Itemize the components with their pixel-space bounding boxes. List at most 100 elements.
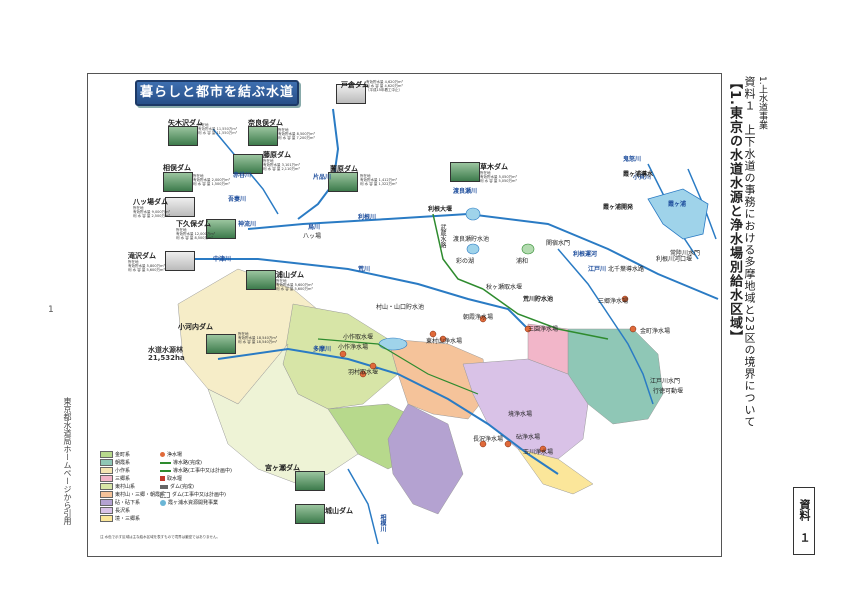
dam-photo-aimata [163, 172, 193, 192]
dam-photo-miyagase [295, 471, 325, 491]
map-banner: 暮らしと都市を結ぶ水道 [135, 80, 299, 106]
lake-label-yamba: 八ッ場 [303, 233, 322, 240]
facility-tone-estuary-weir: 利根川河口堰 [656, 256, 693, 263]
conduit-musashi [432, 213, 484, 290]
zone-teal [567, 328, 664, 425]
facility-ozaku-plant: 小作浄水場 [338, 344, 369, 351]
dam-stats-ogouchi: 所在地 有効貯水量 18,540万m³ 利 水 容 量 18,540万m³ [238, 332, 278, 344]
watershed-forest-label: 水道水源林 21,532ha [148, 346, 185, 362]
dam-stats-naramata: 所在地 有効貯水量 8,500万m³ 利 水 容 量 7,200万m³ [278, 128, 315, 140]
legend-label: 砧・砧下系 [115, 500, 141, 506]
legend-label: 長沢系 [115, 508, 131, 514]
facility-tone-ozeki: 利根大堰 [428, 206, 453, 213]
lake-urawa [521, 243, 535, 255]
river-label-tone-canal: 利根運河 [573, 251, 598, 258]
legend-swatch [100, 451, 113, 458]
river-sagamigawa [347, 468, 379, 545]
facility-gyotoku-weir: 行徳可動堰 [653, 388, 684, 395]
river-upper-left [212, 128, 279, 215]
dam-stats-yagisawa: 所在地 有効貯水量 11,550万m³ 利 水 容 量 11,550万m³ [198, 123, 238, 135]
dam-photo-fujiwara [233, 154, 263, 174]
legend-label: 朝霞系 [115, 460, 131, 466]
conduit-planned-icon [160, 469, 171, 472]
river-tone-main [247, 212, 719, 300]
facility-kasumigaura-dev: 霞ヶ浦開発 [603, 204, 634, 211]
river-tamagawa [217, 347, 559, 475]
dam-label-urayama: 浦山ダム [276, 271, 304, 279]
zone-higashimurayama [282, 303, 399, 410]
dam-photo-yamba [165, 197, 195, 217]
dam-stats-kusaki: 所在地 有効貯水量 5,050万m³ 利 水 容 量 5,050万m³ [480, 171, 517, 183]
shiryo-label: 資料 １ [793, 487, 815, 555]
side-note: 東京都水道局ホームページから引用 [63, 397, 72, 525]
dam-planned-icon [160, 491, 170, 498]
legend-label: 浄水場 [167, 452, 183, 458]
facility-edogawa-gate: 江戸川水門 [650, 378, 681, 385]
dam-stats-urayama: 所在地 有効貯水量 5,600万m³ 利 水 容 量 5,600万m³ [276, 279, 313, 291]
map-footnote: 注 水色で示す区域は主な給水区域を表すもので境界は厳密ではありません。 [100, 535, 221, 539]
facility-kanamachi: 金町浄水場 [640, 328, 671, 335]
facility-arakawa-reservoir: 荒川貯水池 [523, 296, 554, 303]
page-number: 1 [48, 305, 54, 315]
dam-stats-shimokubo: 所在地 有効貯水量 12,000万m³ 利 水 容 量 8,500万m³ [176, 228, 216, 240]
river-label-karasu: 烏川 [308, 224, 321, 231]
zone-purple [387, 403, 464, 515]
facility-nagasawa: 長沢浄水場 [473, 436, 504, 443]
facility-sakai: 境浄水場 [508, 411, 533, 418]
legend-label: 取水堰 [167, 476, 183, 482]
river-label-kanna: 神流川 [238, 221, 257, 228]
dam-label-fujiwara: 藤原ダム [263, 151, 291, 159]
dam-photo-kusaki [450, 162, 480, 182]
dam-label-naramata: 奈良俣ダム [248, 119, 283, 127]
legend-label: 境・三郷系 [115, 516, 141, 522]
map-frame: 暮らしと都市を結ぶ水道 [87, 73, 722, 557]
dam-stats-sonohara: 所在地 有効貯水量 1,412万m³ 利 水 容 量 1,322万m³ [360, 174, 397, 186]
river-label-edo: 江戸川 [588, 266, 607, 273]
dam-photo-sonohara [328, 172, 358, 192]
legend-label: 小作系 [115, 468, 131, 474]
dam-photo-naramata [248, 126, 278, 146]
dam-label-yagisawa: 矢木沢ダム [168, 119, 203, 127]
dam-label-tokura: 戸倉ダム [341, 81, 369, 89]
plant-dots [339, 295, 637, 453]
lake-label-saiko: 彩の湖 [456, 258, 475, 265]
dam-photo-takizawa [165, 251, 195, 271]
facility-kasumigaura-conduit: 霞ヶ浦導水 [623, 171, 654, 178]
river-label-tone: 利根川 [358, 214, 377, 221]
dam-photo-shimokubo [206, 219, 236, 239]
river-arakawa [183, 258, 529, 330]
river-edogawa [557, 248, 654, 405]
dam-photo-urayama [246, 270, 276, 290]
facility-murayama-yamaguchi: 村山・山口貯水池 [376, 304, 425, 311]
kasumigaura-icon [160, 499, 166, 506]
conduit-icon [160, 461, 171, 464]
lake-saiko [466, 243, 480, 255]
dam-photo-yagisawa [168, 126, 198, 146]
lake-label-urawa: 浦和 [516, 258, 529, 265]
legend-label: 東村山系 [115, 484, 136, 490]
facility-watarase-reservoir: 渡良瀬貯水池 [453, 236, 490, 243]
dam-label-miyagase: 宮ヶ瀬ダム [265, 464, 300, 472]
facility-misato: 三郷浄水場 [598, 298, 629, 305]
river-label-sagami: 相模川 [379, 514, 386, 532]
dam-stats-tokura: 有効貯水量 4,620万m³ 利 水 容 量 4,620万m³ （平成15年着工… [366, 80, 403, 92]
dam-stats-yamba: 所在地 有効貯水量 9,000万m³ 利 水 容 量 2,500万m³ [133, 206, 170, 218]
facility-hitachi-gate: 常陸川水門 [670, 250, 701, 257]
legend-label: 三郷系 [115, 476, 131, 482]
river-label-arakawa: 荒川 [358, 266, 371, 273]
weir-icon [160, 476, 165, 481]
facility-musashi-canal: 武蔵水路 [439, 224, 446, 248]
facility-akigase-weir: 秋ヶ瀬取水堰 [486, 284, 523, 291]
document-title: 資料１ 上下水道の事務における多摩地域と23区の境界について [743, 76, 756, 428]
dam-photo-ogouchi [206, 334, 236, 354]
legend-label: 導水路(工事中又は計画中) [173, 468, 232, 474]
river-label-tama: 多摩川 [313, 346, 332, 353]
legend-label: 導水路(完成) [173, 460, 202, 466]
river-label-nakatsu: 中津川 [213, 256, 232, 263]
facility-ozaku-weir: 小作取水堰 [343, 334, 374, 341]
section-title: 【1.東京の水道水源と浄水場別給水区域】 [727, 76, 742, 344]
map-legend: 金町系 朝霞系 小作系 三郷系 東村山系 東村山・三郷・朝霞系 砧・砧下系 長沢… [100, 451, 305, 531]
plant-icon [160, 452, 165, 457]
zone-mixed-orange [387, 338, 489, 420]
dam-label-takizawa: 滝沢ダム [128, 252, 156, 260]
